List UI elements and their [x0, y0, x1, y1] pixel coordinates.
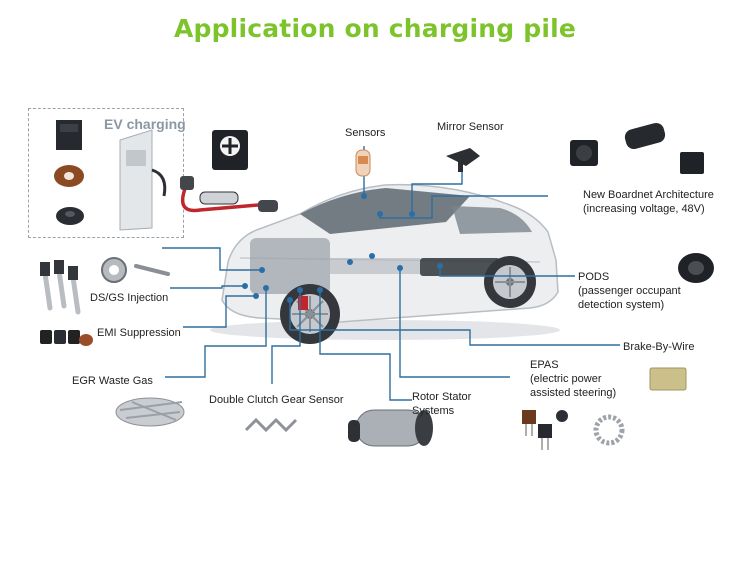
inductor-module-icon — [212, 130, 248, 170]
charging-station-icon — [119, 129, 167, 231]
page-title: Application on charging pile — [173, 14, 577, 43]
epas-inductor-icon — [522, 410, 568, 450]
label-pods-line1: PODS — [578, 271, 610, 283]
connector-lines — [162, 146, 620, 401]
label-pods-line3: detection system) — [578, 299, 665, 311]
label-sensors: Sensors — [345, 127, 386, 139]
label-brake-by-wire: Brake-By-Wire — [623, 341, 695, 353]
label-boardnet-line1: New Boardnet Architecture — [583, 189, 714, 201]
gear-ring-icon — [593, 414, 625, 446]
turbo-vane-icon — [115, 397, 185, 427]
label-emi-suppression: EMI Suppression — [97, 327, 181, 339]
ev-charging-title: EV charging — [104, 116, 186, 132]
gear-sensor-icon — [244, 417, 298, 433]
injector-icon — [40, 260, 81, 315]
label-epas-line1: EPAS — [530, 359, 559, 371]
label-mirror-sensor: Mirror Sensor — [437, 121, 504, 133]
toroid-coil-icon — [54, 165, 84, 187]
label-pods-line2: (passenger occupant — [578, 285, 681, 297]
label-epas-line3: assisted steering) — [530, 387, 617, 399]
charging-cable-icon — [180, 176, 278, 213]
label-epas-line2: (electric power — [530, 373, 602, 385]
label-egr-waste-gas: EGR Waste Gas — [72, 375, 153, 387]
label-boardnet-line2: (increasing voltage, 48V) — [583, 203, 705, 215]
bearing-sensor-icon — [101, 257, 170, 283]
sensor-capsule-icon — [355, 149, 371, 177]
brake-pad-icon — [649, 367, 687, 391]
label-double-clutch: Double Clutch Gear Sensor — [209, 394, 344, 406]
label-rotor-line1: Rotor Stator — [412, 391, 472, 403]
common-mode-choke-icon — [678, 253, 714, 283]
emi-core-icon — [40, 330, 93, 346]
rotor-stator-icon — [348, 409, 433, 447]
mirror-sensor-icon — [446, 148, 480, 172]
ring-core-icon — [56, 207, 84, 225]
label-dsgs-injection: DS/GS Injection — [90, 292, 169, 304]
label-rotor-line2: Systems — [412, 405, 455, 417]
connector-nodes — [242, 193, 443, 303]
power-inductor-icon — [570, 122, 704, 174]
ev-charging-box — [28, 108, 184, 238]
ferrite-core-icon — [56, 120, 82, 150]
